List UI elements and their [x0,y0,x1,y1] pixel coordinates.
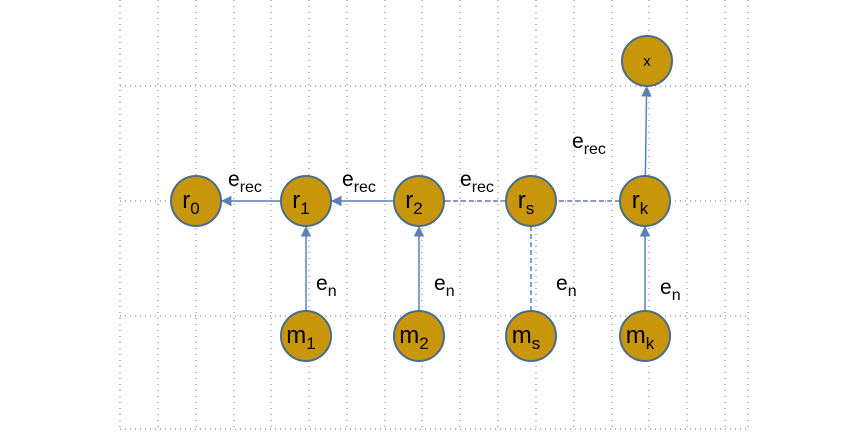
node-circle-r0 [170,175,222,227]
node-rk: rk [619,175,671,227]
node-label-r2: r2 [405,187,422,218]
edge-label-rs-r2: erec [460,168,494,196]
node-label-r0: r0 [182,187,199,218]
node-label-x: x [643,53,651,70]
edge-label-sub: n [328,283,337,300]
node-label-main: m [626,322,646,349]
edge-label-sub: rec [584,141,606,158]
node-r2: r2 [393,175,445,227]
edge-rk-x [641,85,652,177]
edge-label-m2-r2: en [434,272,455,300]
node-label-sub: 2 [419,334,428,353]
edge-label-ms-rs: en [556,272,577,300]
node-label-m2: m2 [399,322,428,353]
node-label-mk: mk [626,322,655,353]
node-r1: r1 [280,175,332,227]
edge-label-sub: rec [240,179,262,196]
edge-label-main: e [556,272,568,295]
edge-label-sub: n [446,283,455,300]
edge-label-main: e [316,272,328,295]
node-m2: m2 [393,310,445,362]
node-label-main: x [643,53,651,70]
node-label-sub: 2 [413,199,422,218]
edge-label-r2-r1: erec [342,168,376,196]
node-label-main: m [512,322,532,349]
edge-label-main: e [660,276,672,299]
node-label-rs: rs [518,187,535,218]
edge-label-main: e [572,130,584,153]
node-m1: m1 [280,310,332,362]
node-label-sub: 1 [300,199,309,218]
node-mk: mk [619,310,671,362]
node-circle-m1 [280,310,332,362]
node-label-rk: rk [632,187,649,218]
node-x: x [621,35,673,87]
node-r0: r0 [170,175,222,227]
node-circle-x [621,35,673,87]
edge-label-sub: rec [354,179,376,196]
node-label-main: r [632,187,640,214]
edge-label-r1-r0: erec [228,168,262,196]
node-ms: ms [505,310,557,362]
edge-label-m1-r1: en [316,272,337,300]
node-circle-rk [619,175,671,227]
node-label-main: r [182,187,190,214]
edge-label-mk-rk: en [660,276,681,304]
node-label-sub: s [532,334,541,353]
edge-label-main: e [460,168,472,191]
edge-label-main: e [434,272,446,295]
node-circle-ms [505,310,557,362]
node-label-main: m [399,322,419,349]
node-label-main: r [518,187,526,214]
node-label-sub: k [640,199,649,218]
edges [220,85,652,311]
node-label-main: r [405,187,413,214]
node-label-main: m [286,322,306,349]
edge-label-main: e [228,168,240,191]
edge-label-sub: n [672,287,681,304]
node-label-m1: m1 [286,322,315,353]
node-label-sub: 0 [190,199,199,218]
node-circle-r1 [280,175,332,227]
node-label-ms: ms [512,322,541,353]
node-label-r1: r1 [292,187,309,218]
node-label-sub: k [646,334,655,353]
edge-label-sub: rec [472,179,494,196]
edge-label-main: e [342,168,354,191]
node-label-sub: s [526,199,535,218]
node-circle-r2 [393,175,445,227]
edge-label-sub: n [568,283,577,300]
node-circle-rs [505,175,557,227]
node-circle-mk [619,310,671,362]
node-label-sub: 1 [306,334,315,353]
node-circle-m2 [393,310,445,362]
node-label-main: r [292,187,300,214]
edge-label-rk-x: erec [572,130,606,158]
node-rs: rs [505,175,557,227]
